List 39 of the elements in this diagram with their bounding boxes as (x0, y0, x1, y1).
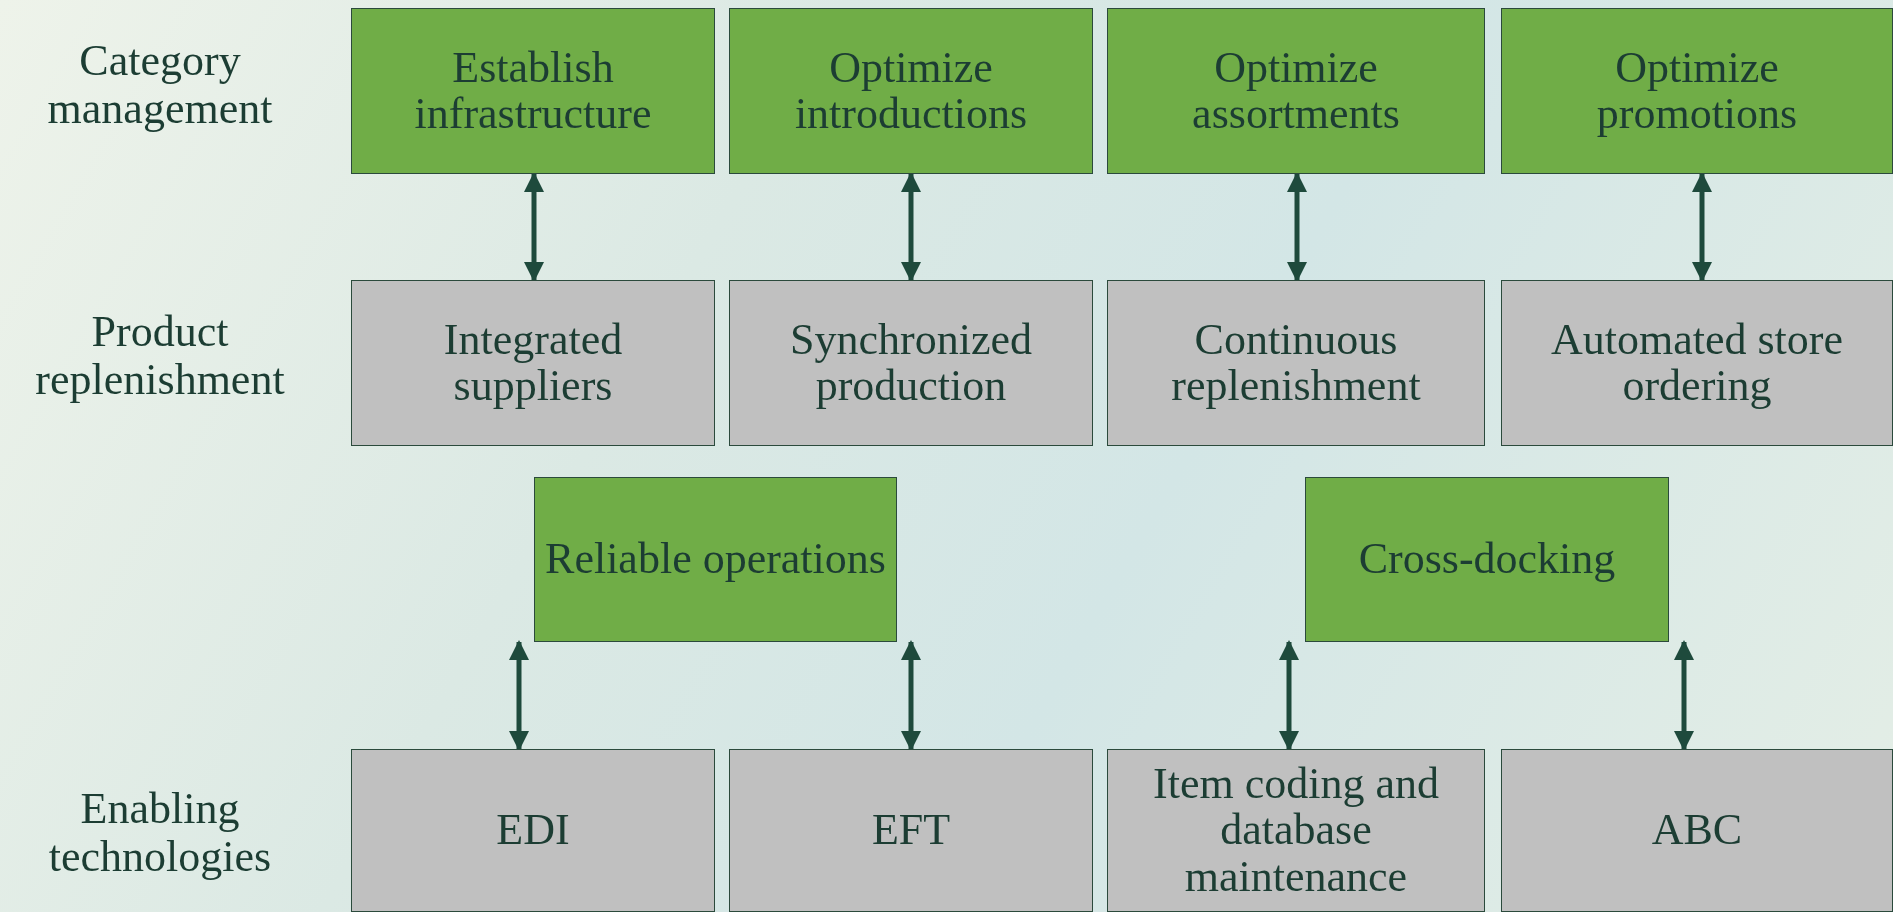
process-box (1107, 749, 1485, 912)
double-arrow (901, 640, 921, 751)
double-arrow (524, 172, 544, 282)
box-text: Continuous replenishment (1170, 316, 1422, 410)
process-box (351, 8, 715, 174)
box-text: Optimize assortments (1191, 44, 1401, 138)
box-text: ABC (1651, 807, 1743, 854)
process-box (534, 477, 897, 642)
process-box (1501, 8, 1893, 174)
process-box (1501, 280, 1893, 446)
process-box (729, 8, 1093, 174)
process-box (1305, 477, 1669, 642)
double-arrow (1279, 640, 1299, 751)
process-box (1107, 8, 1485, 174)
box-text: Reliable operations (545, 536, 886, 583)
box-text: EDI (496, 807, 570, 854)
process-box (1501, 749, 1893, 912)
double-arrow (901, 172, 921, 282)
double-arrow (1674, 640, 1694, 751)
process-box (351, 749, 715, 912)
box-text: Optimize introductions (793, 44, 1029, 138)
box-text: Establish infrastructure (413, 44, 653, 138)
double-arrow (1692, 172, 1712, 282)
double-arrow (509, 640, 529, 751)
box-text: Integrated suppliers (442, 316, 624, 410)
box-text: Item coding and database maintenance (1152, 761, 1440, 900)
box-text: Cross-docking (1358, 536, 1616, 583)
process-box (729, 280, 1093, 446)
row-label: Category management (46, 36, 274, 134)
box-text: EFT (871, 807, 951, 854)
process-box (1107, 280, 1485, 446)
row-label: Product replenishment (34, 307, 286, 405)
row-label: Enabling technologies (47, 784, 273, 882)
box-text: Synchronized production (789, 316, 1033, 410)
process-box (729, 749, 1093, 912)
box-text: Automated store ordering (1549, 316, 1844, 410)
box-text: Optimize promotions (1595, 44, 1799, 138)
process-box (351, 280, 715, 446)
double-arrow (1287, 172, 1307, 282)
